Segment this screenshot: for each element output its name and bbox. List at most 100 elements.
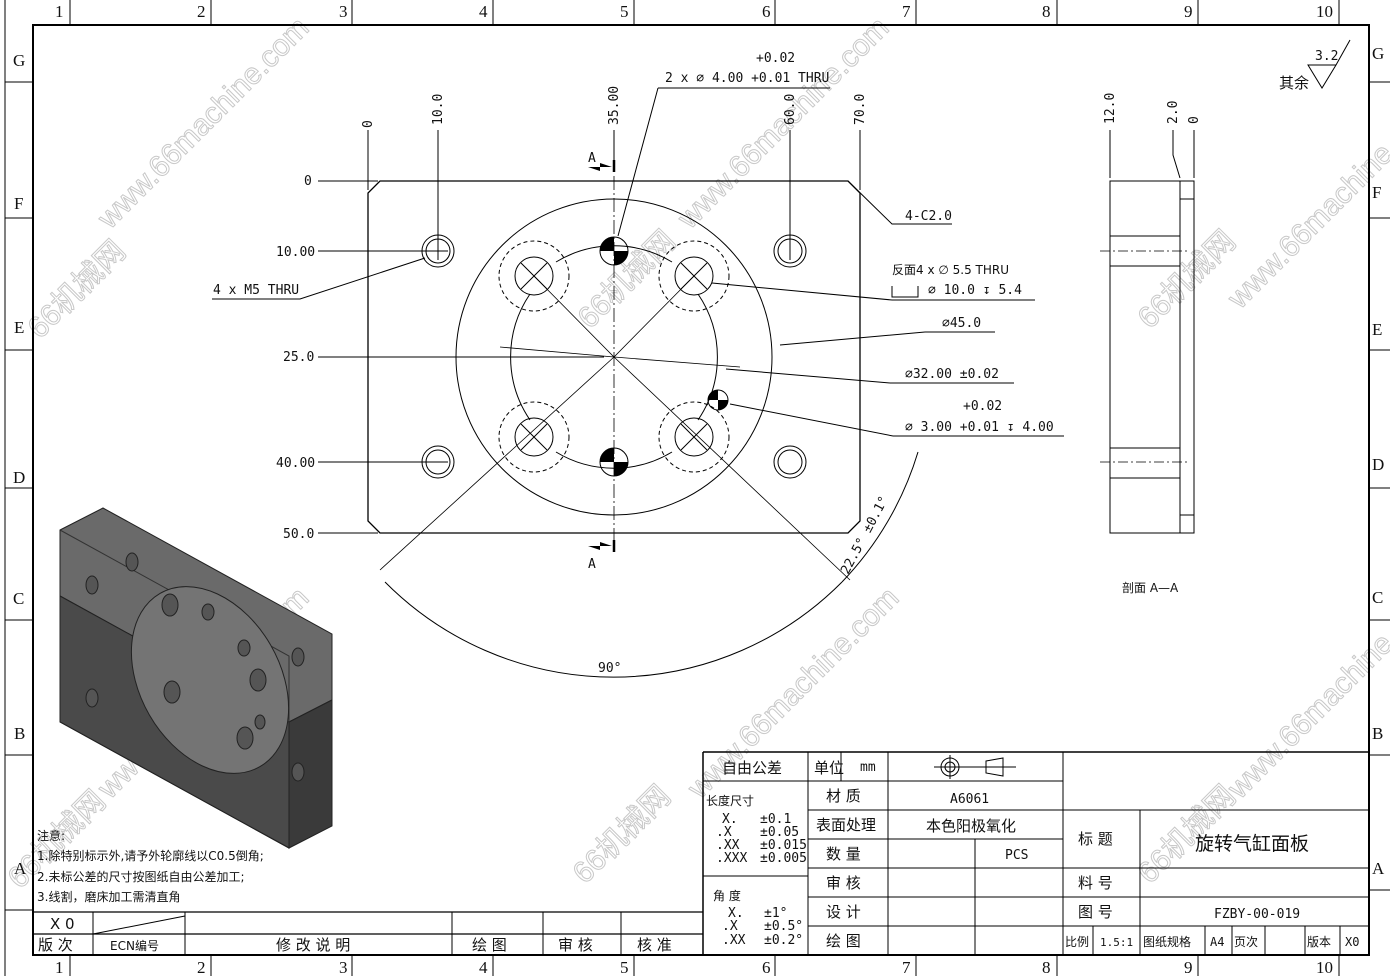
qty-label: 数 量 <box>826 845 861 863</box>
title-block: 自由公差 单位 mm 长度尺寸 X. ±0.1 .X ±0.05 .XX ±0.… <box>702 751 1369 955</box>
x-ordinate: 60.0 <box>783 94 798 125</box>
col-label: 2 <box>197 2 206 21</box>
col-label: 1 <box>55 958 64 976</box>
scale-label: 比例 <box>1065 935 1089 949</box>
surface-label: 表面处理 <box>816 816 876 834</box>
drawing-title: 旋转气缸面板 <box>1195 833 1309 855</box>
rev-header: ECN编号 <box>110 938 159 953</box>
small-hole-tol-upper: +0.02 <box>963 399 1002 414</box>
surface-value: 本色阳极氧化 <box>926 817 1016 835</box>
tol-value: ±0.1 <box>760 812 791 827</box>
rev-header: 核 准 <box>637 936 672 954</box>
row-label: F <box>14 194 23 213</box>
section-label: 剖面 A—A <box>1122 581 1179 595</box>
grid-row-labels: G F E D C B A G F E D C B A <box>13 44 1385 878</box>
col-label: 3 <box>339 2 348 21</box>
tol-value: ±0.2° <box>764 933 803 948</box>
projection-symbol-icon <box>934 755 1016 779</box>
angle-22-label: 22.5° ±0.1° <box>838 494 892 577</box>
row-label: E <box>14 318 24 337</box>
col-label: 5 <box>620 2 629 21</box>
row-label: C <box>13 589 24 608</box>
tol-key: .X <box>722 919 738 934</box>
unit-label: 单位 <box>814 759 844 777</box>
qty-unit: PCS <box>1005 848 1028 863</box>
row-label: A <box>14 859 27 878</box>
rev-header: 绘 图 <box>472 936 507 954</box>
tapped-holes <box>421 234 807 479</box>
border-frame <box>4 0 1390 976</box>
drawing-no-label: 图 号 <box>1078 903 1113 921</box>
page-label: 页次 <box>1234 935 1258 949</box>
material-label: 材 质 <box>826 787 861 805</box>
note-item: 2.未标公差的尺寸按图纸自由公差加工; <box>37 869 245 884</box>
section-ordinate: 2.0 <box>1166 101 1181 124</box>
row-label: D <box>13 468 25 487</box>
tol-value: ±0.005 <box>760 851 807 866</box>
bolt-circle-callout: ∅32.00 ±0.02 <box>905 367 999 382</box>
col-label: 8 <box>1042 958 1051 976</box>
col-label: 9 <box>1184 958 1193 976</box>
row-label: A <box>1372 859 1385 878</box>
chamfer-callout: 4-C2.0 <box>905 209 952 224</box>
free-tolerance-label: 自由公差 <box>722 759 782 777</box>
col-label: 4 <box>479 2 488 21</box>
col-label: 6 <box>762 2 771 21</box>
watermark: www.66machine.com <box>1221 91 1390 315</box>
boss-dia-callout: ∅45.0 <box>942 316 981 331</box>
angle-90-label: 90° <box>598 661 621 676</box>
unit-value: mm <box>860 760 876 775</box>
drawing-no-value: FZBY-00-019 <box>1214 907 1300 922</box>
col-label: 3 <box>339 958 348 976</box>
cbore-callout-line2: ∅ 10.0 ↧ 5.4 <box>928 283 1022 298</box>
rev-header: 修 改 说 明 <box>276 936 350 954</box>
col-label: 8 <box>1042 2 1051 21</box>
section-marker: A <box>588 557 596 572</box>
roughness-value: 3.2 <box>1315 49 1338 64</box>
rev-header: 版 次 <box>38 936 73 954</box>
col-label: 10 <box>1316 958 1333 976</box>
tol-value: ±0.015 <box>760 838 807 853</box>
watermark: 66机械网 <box>567 779 678 890</box>
tol-value: ±1° <box>764 906 787 921</box>
col-label: 9 <box>1184 2 1193 21</box>
y-ordinate: 10.00 <box>276 245 315 260</box>
angle-90-arc <box>384 581 843 678</box>
tol-value: ±0.5° <box>764 919 803 934</box>
version-label: 版本 <box>1307 935 1331 949</box>
section-view: 12.0 2.0 0 剖面 A—A <box>1100 93 1202 595</box>
row-label: G <box>1372 44 1384 63</box>
col-label: 1 <box>55 2 64 21</box>
watermark: 66机械网 <box>22 234 133 345</box>
watermark: www.66machine.com <box>91 11 315 235</box>
tol-key: .XXX <box>716 851 747 866</box>
y-ordinate: 50.0 <box>283 527 314 542</box>
col-label: 7 <box>902 958 911 976</box>
length-tol-label: 长度尺寸 <box>706 793 754 808</box>
x-ordinate: 10.0 <box>431 94 446 125</box>
grid-column-labels: 1 2 3 4 5 6 7 8 9 10 1 2 3 4 5 6 7 8 9 1… <box>55 2 1333 976</box>
section-ordinate: 0 <box>1187 116 1202 124</box>
tol-key: X. <box>722 812 738 827</box>
counterbore-holes <box>498 240 730 473</box>
col-label: 7 <box>902 2 911 21</box>
angle-22-arc <box>841 451 919 583</box>
material-value: A6061 <box>950 792 989 807</box>
row-label: C <box>1372 588 1383 607</box>
paper-label: 图纸规格 <box>1143 934 1191 949</box>
section-ordinate: 12.0 <box>1103 93 1118 124</box>
revision-version: X 0 <box>50 915 75 933</box>
cbore-callout-line1: 反面4 x ∅ 5.5 THRU <box>892 263 1009 277</box>
tol-key: .XX <box>722 933 746 948</box>
col-label: 6 <box>762 958 771 976</box>
design-label: 设 计 <box>826 903 861 921</box>
pin-holes <box>599 236 729 477</box>
tol-key: .XX <box>716 838 740 853</box>
tapped-hole-callout: 4 x M5 THRU <box>213 283 299 298</box>
row-label: G <box>13 51 25 70</box>
x-ordinate: 70.0 <box>853 94 868 125</box>
x-ordinate: 0 <box>361 120 376 128</box>
scale-value: 1.5:1 <box>1100 936 1133 949</box>
row-label: D <box>1372 455 1384 474</box>
